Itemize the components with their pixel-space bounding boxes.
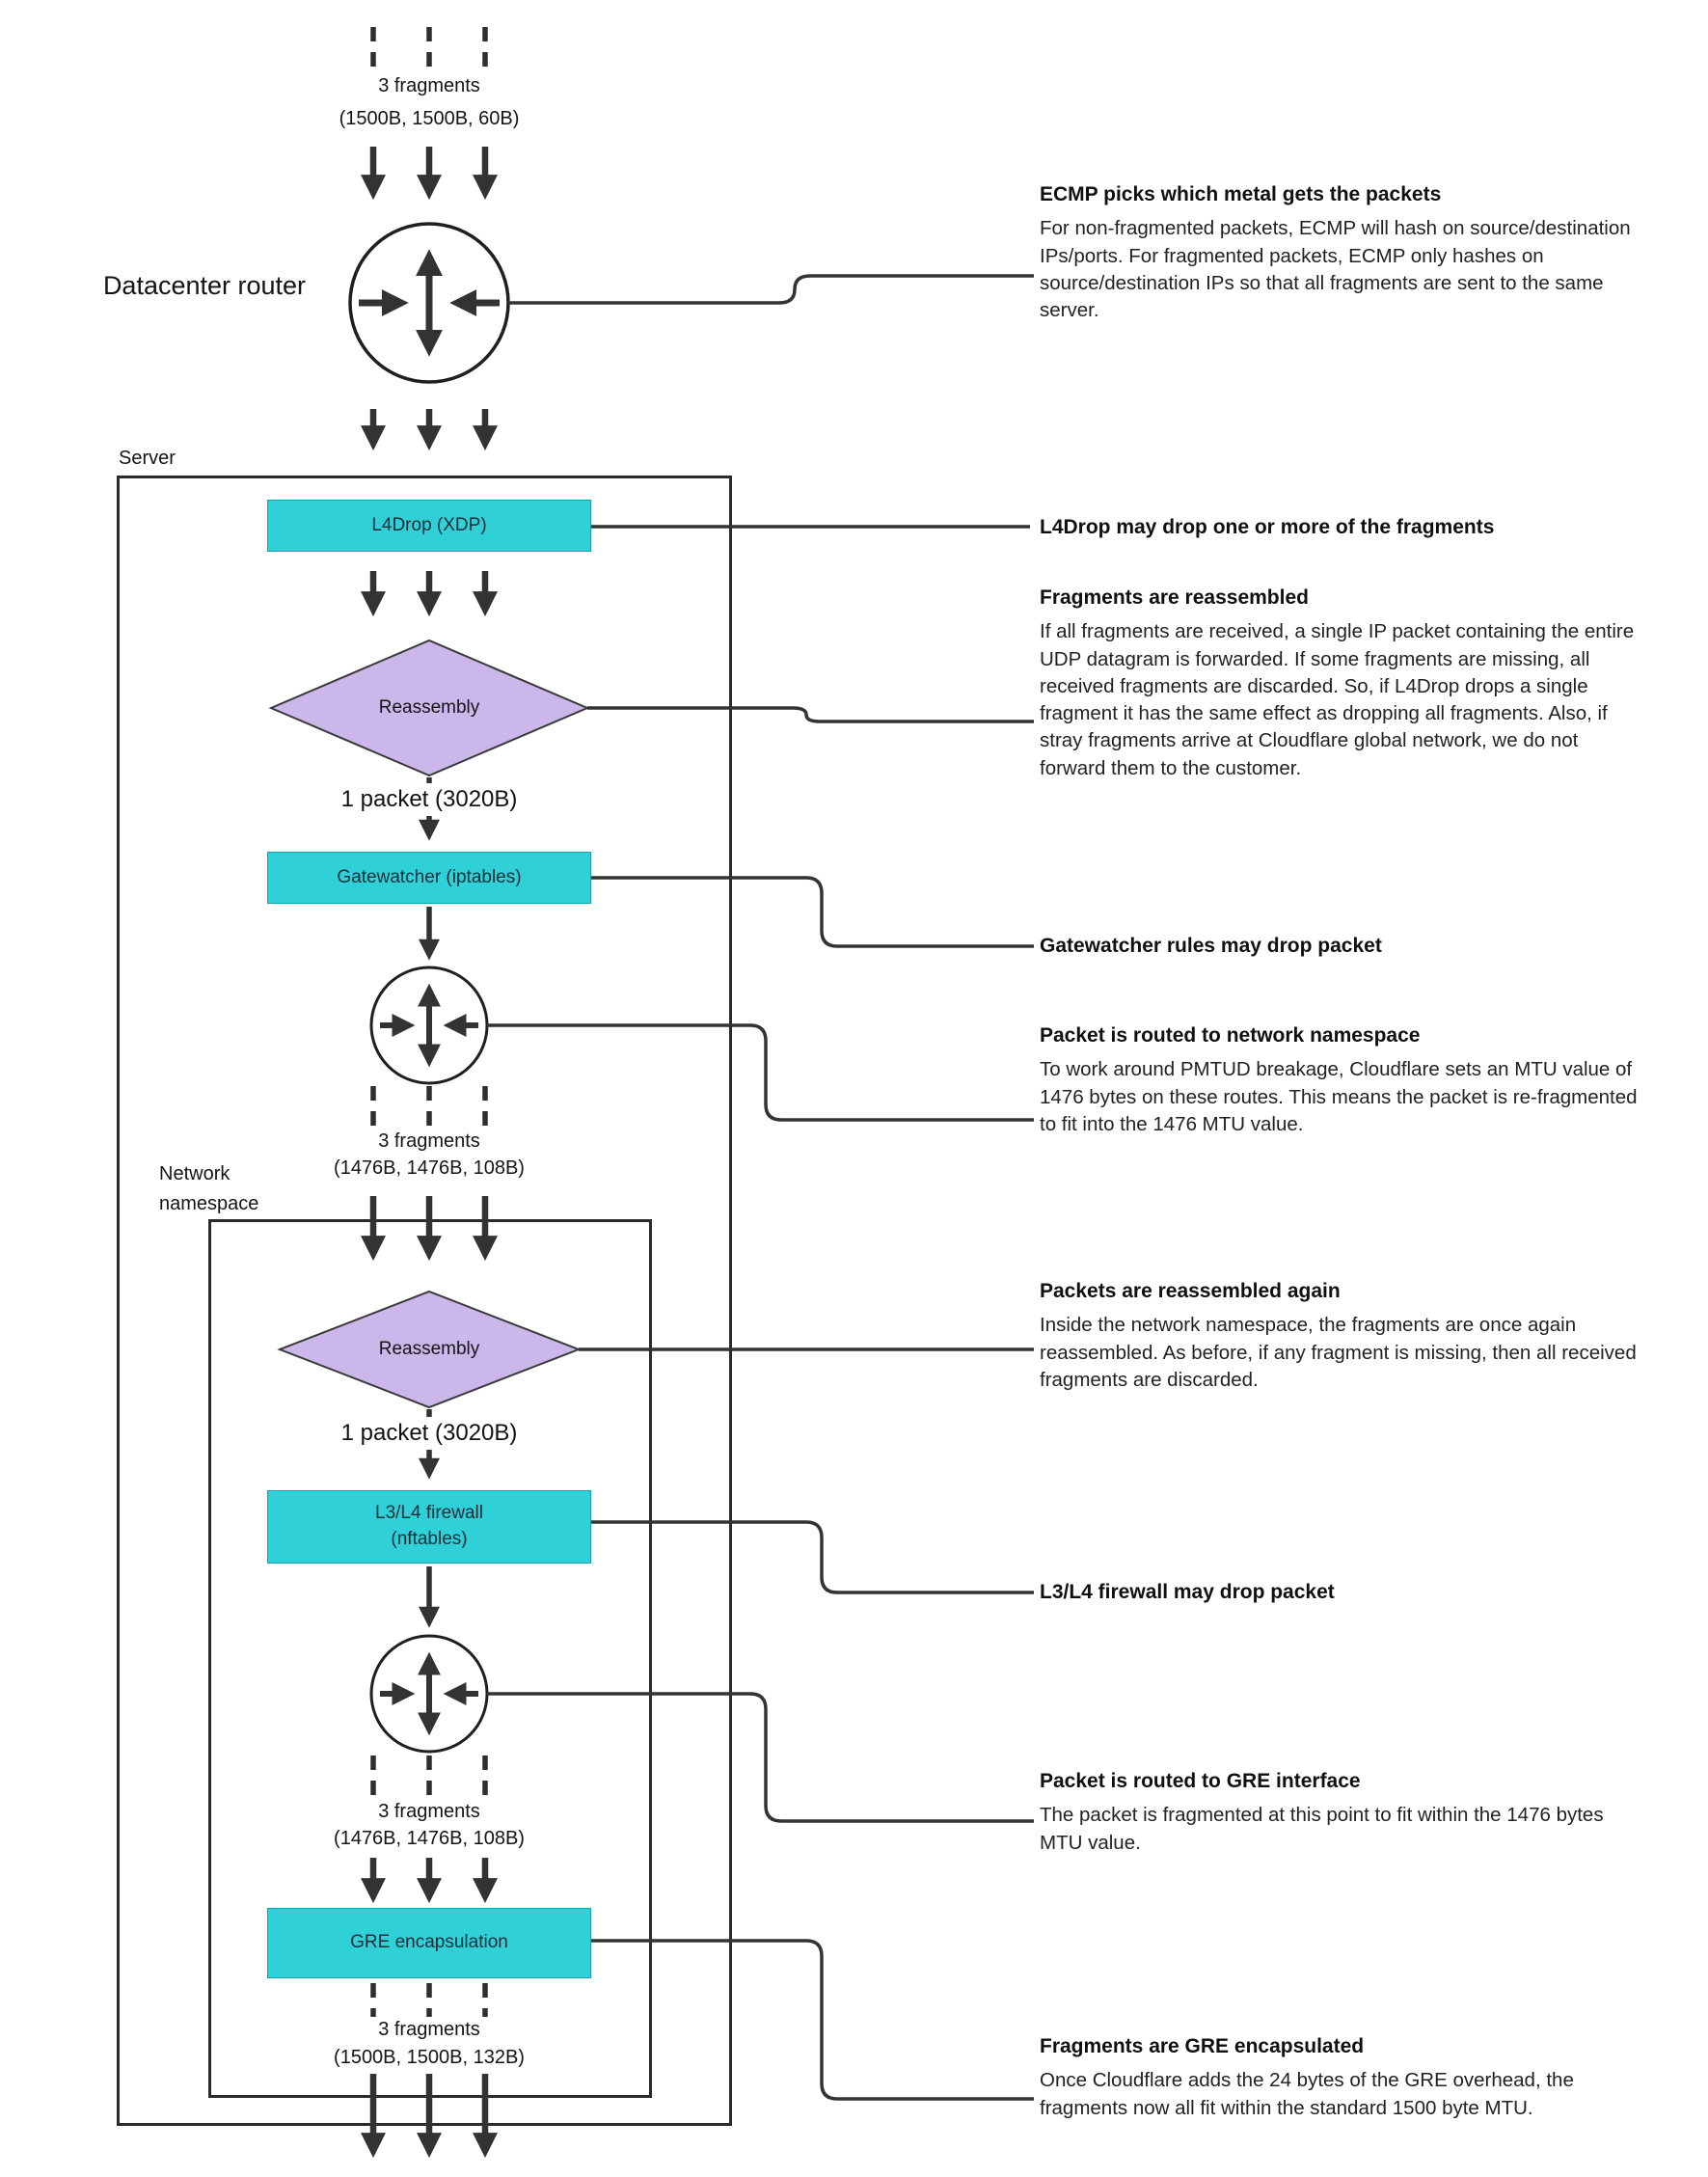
fragment-dashes-icon bbox=[370, 1983, 488, 2022]
down-arrow-icon bbox=[361, 1858, 498, 1904]
fragment-dashes-icon bbox=[370, 1086, 488, 1127]
annotation-ecmp: ECMP picks which metal gets the packets … bbox=[1040, 181, 1647, 324]
annotation-body: To work around PMTUD breakage, Cloudflar… bbox=[1040, 1058, 1638, 1135]
annotation-title: ECMP picks which metal gets the packets bbox=[1040, 183, 1442, 205]
annotation-reassembly: Fragments are reassembled If all fragmen… bbox=[1040, 585, 1647, 782]
down-arrow-icon bbox=[361, 1196, 498, 1262]
down-arrow-icon bbox=[361, 571, 498, 617]
reassembly-label: Reassembly bbox=[378, 697, 480, 718]
annotation-l4drop: L4Drop may drop one or more of the fragm… bbox=[1040, 514, 1647, 541]
node-gre-encapsulation: GRE encapsulation bbox=[267, 1908, 591, 1978]
annotation-body: For non-fragmented packets, ECMP will ha… bbox=[1040, 217, 1631, 322]
annotation-title: Packet is routed to GRE interface bbox=[1040, 1770, 1361, 1792]
annotation-reassembly-again: Packets are reassembled again Inside the… bbox=[1040, 1278, 1647, 1394]
packet-size-label: 1 packet (3020B) bbox=[318, 783, 540, 816]
annotation-gre-encap: Fragments are GRE encapsulated Once Clou… bbox=[1040, 2033, 1647, 2122]
annotation-body: Once Cloudflare adds the 24 bytes of the… bbox=[1040, 2069, 1574, 2119]
fragment-count-label: 3 fragments bbox=[378, 75, 480, 96]
node-firewall-label-line1: L3/L4 firewall bbox=[375, 1503, 483, 1524]
node-gatewatcher-label: Gatewatcher (iptables) bbox=[337, 866, 522, 887]
node-l3l4-firewall: L3/L4 firewall (nftables) bbox=[267, 1490, 591, 1564]
annotation-title: Packets are reassembled again bbox=[1040, 1280, 1341, 1302]
server-label: Server bbox=[119, 448, 176, 469]
node-firewall-label-line2: (nftables) bbox=[391, 1529, 468, 1549]
router-icon bbox=[348, 222, 510, 384]
fragment-count-label: 3 fragments bbox=[313, 2017, 545, 2042]
fragment-dashes-icon bbox=[370, 1755, 488, 1796]
fragment-sizes-label: (1500B, 1500B, 132B) bbox=[285, 2045, 574, 2070]
fragment-dashes-icon bbox=[370, 27, 488, 68]
annotation-title: Fragments are GRE encapsulated bbox=[1040, 2035, 1365, 2057]
reassembly-label: Reassembly bbox=[378, 1339, 480, 1359]
server-box bbox=[117, 476, 732, 2126]
datacenter-router-label: Datacenter router bbox=[102, 271, 307, 300]
annotation-title: L3/L4 firewall may drop packet bbox=[1040, 1581, 1335, 1603]
node-gatewatcher: Gatewatcher (iptables) bbox=[267, 852, 591, 904]
router-icon bbox=[369, 1634, 489, 1754]
fragment-count-label: 3 fragments bbox=[378, 1801, 480, 1822]
annotation-title: L4Drop may drop one or more of the fragm… bbox=[1040, 516, 1495, 538]
fragment-sizes-label: (1476B, 1476B, 108B) bbox=[334, 1157, 525, 1179]
annotation-body: The packet is fragmented at this point t… bbox=[1040, 1804, 1604, 1854]
annotation-title: Gatewatcher rules may drop packet bbox=[1040, 935, 1382, 957]
node-gre-label: GRE encapsulation bbox=[350, 1932, 508, 1953]
router-icon bbox=[369, 966, 489, 1085]
annotation-connector-lines bbox=[487, 274, 1034, 2101]
down-arrow-icon bbox=[361, 2074, 498, 2159]
annotation-gatewatcher: Gatewatcher rules may drop packet bbox=[1040, 933, 1647, 960]
packet-size-label: 1 packet (3020B) bbox=[318, 1417, 540, 1450]
down-arrow-icon bbox=[361, 409, 498, 451]
annotation-body: Inside the network namespace, the fragme… bbox=[1040, 1314, 1637, 1391]
annotation-gre-route: Packet is routed to GRE interface The pa… bbox=[1040, 1768, 1647, 1857]
network-namespace-label: Network namespace bbox=[159, 1163, 259, 1214]
fragment-count-label: 3 fragments bbox=[378, 1130, 480, 1152]
annotation-firewall: L3/L4 firewall may drop packet bbox=[1040, 1579, 1647, 1606]
annotation-title: Fragments are reassembled bbox=[1040, 586, 1309, 609]
annotation-title: Packet is routed to network namespace bbox=[1040, 1024, 1421, 1047]
annotation-body: If all fragments are received, a single … bbox=[1040, 620, 1635, 779]
annotation-netns-route: Packet is routed to network namespace To… bbox=[1040, 1022, 1647, 1138]
fragment-sizes-label: (1500B, 1500B, 60B) bbox=[339, 108, 520, 129]
node-l4drop-label: L4Drop (XDP) bbox=[371, 514, 487, 535]
fragment-sizes-label: (1476B, 1476B, 108B) bbox=[334, 1828, 525, 1849]
node-l4drop: L4Drop (XDP) bbox=[267, 500, 591, 552]
down-arrow-icon bbox=[361, 147, 498, 201]
